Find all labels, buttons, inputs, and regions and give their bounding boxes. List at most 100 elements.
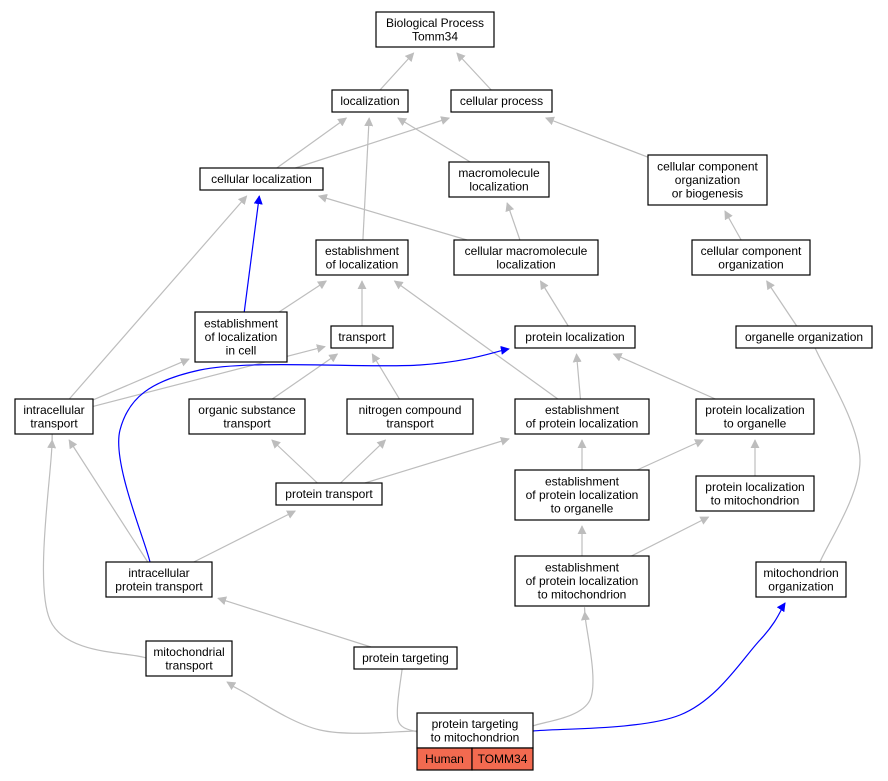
node-label: to mitochondrion	[431, 730, 520, 744]
node-label: protein targeting	[432, 717, 519, 731]
edge-intracellular_transport-to-establishment_loc_in_cell	[92, 358, 190, 401]
node-label: organization	[718, 257, 783, 271]
node-label: or biogenesis	[672, 187, 743, 201]
node-protein-localization[interactable]: protein localization	[514, 325, 636, 349]
node-label: transport	[30, 416, 78, 430]
node-box	[330, 325, 394, 349]
node-label: protein targeting	[362, 651, 449, 665]
node-cellular-process[interactable]: cellular process	[450, 89, 553, 113]
edge-cellular_component_organization-to-ccob	[724, 210, 742, 241]
node-label: establishment	[545, 403, 620, 417]
node-label: nitrogen compound	[359, 403, 462, 417]
node-label: of protein localization	[526, 416, 639, 430]
edge-establishment_of_localization-to-localization	[362, 117, 374, 241]
node-label: cellular macromolecule	[465, 244, 588, 258]
edge-mitochondrial_transport-to-intracellular_transport	[42, 428, 147, 659]
node-protein-targeting[interactable]: protein targeting	[353, 646, 458, 670]
node-label: Tomm34	[412, 29, 458, 43]
node-cellular-localization[interactable]: cellular localization	[199, 167, 324, 191]
edge-intracellular_transport-to-cellular_localization	[68, 195, 248, 400]
node-label: macromolecule	[458, 166, 540, 180]
node-box	[453, 239, 599, 276]
node-label: intracellular	[23, 403, 84, 417]
node-label: protein localization	[705, 480, 804, 494]
node-label: to organelle	[551, 502, 614, 516]
node-label: of localization	[326, 257, 399, 271]
node-box	[145, 640, 233, 677]
edge-protein_targeting_to_mitochondrion-to-mitochondrion_organization	[532, 602, 786, 732]
node-label: protein localization	[705, 403, 804, 417]
edge-protein_transport-to-nitrogen_compound_transport	[340, 439, 387, 484]
edge-establishment_loc_in_cell-to-cellular_localization	[243, 195, 263, 313]
edge-protein_transport-to-organic_substance_transport	[271, 439, 318, 484]
edge-protein_targeting_to_mitochondrion-to-mitochondrial_transport	[226, 681, 418, 734]
edge-protein_transport-to-establishment_protein_localization	[364, 436, 510, 484]
edge-intracellular_protein_transport-to-protein_transport	[193, 510, 297, 563]
edge-protein_targeting_to_mitochondrion-to-establishment_pl_to_mitochondrion	[532, 607, 594, 727]
edge-localization-to-bp_tomm34	[379, 52, 415, 91]
node-box	[188, 398, 306, 435]
node-box	[695, 398, 815, 435]
node-label: mitochondrial	[153, 645, 224, 659]
node-label: cellular component	[701, 244, 802, 258]
edge-establishment_protein_localization-to-establishment_of_localization	[393, 280, 559, 400]
node-box	[315, 239, 409, 276]
node-box	[14, 398, 94, 435]
node-label: protein transport	[285, 487, 373, 501]
node-organelle-organization[interactable]: organelle organization	[735, 325, 873, 349]
edge-ccob-to-cellular_process	[544, 116, 649, 158]
node-label: to mitochondrion	[538, 588, 627, 602]
node-box	[450, 89, 553, 113]
node-label: in cell	[226, 344, 257, 358]
edge-establishment_loc_in_cell-to-establishment_of_localization	[278, 280, 327, 313]
edge-macromolecule_localization-to-localization	[397, 117, 471, 163]
edge-cellular_localization-to-localization	[276, 117, 348, 169]
node-box	[691, 239, 811, 276]
node-protein-transport[interactable]: protein transport	[275, 482, 383, 506]
node-label: transport	[223, 416, 271, 430]
node-label: localization	[469, 179, 528, 193]
node-label: to mitochondrion	[711, 493, 800, 507]
node-label: organization	[768, 579, 833, 593]
node-label: of localization	[205, 330, 278, 344]
node-box	[647, 154, 768, 206]
node-box	[448, 161, 550, 198]
edge-intracellular_protein_transport-to-protein_localization	[118, 345, 510, 563]
node-label: establishment	[545, 561, 620, 575]
node-label: cellular localization	[211, 172, 312, 186]
node-label: organelle organization	[745, 330, 863, 344]
node-label: localization	[496, 257, 555, 271]
edge-protein_targeting-to-intracellular_protein_transport	[217, 596, 372, 648]
node-transport[interactable]: transport	[330, 325, 394, 349]
node-box	[105, 561, 213, 598]
edge-organic_substance_transport-to-transport	[271, 353, 339, 400]
node-label: localization	[340, 94, 399, 108]
node-label: of protein localization	[526, 488, 639, 502]
edge-organelle_organization-to-cellular_component_organization	[766, 280, 798, 327]
edge-cellular_localization-to-cellular_process	[295, 116, 451, 169]
node-label: transport	[386, 416, 434, 430]
node-localization[interactable]: localization	[331, 89, 409, 113]
edge-mitochondrion_organization-to-organelle_organization	[803, 336, 861, 563]
node-box	[735, 325, 873, 349]
